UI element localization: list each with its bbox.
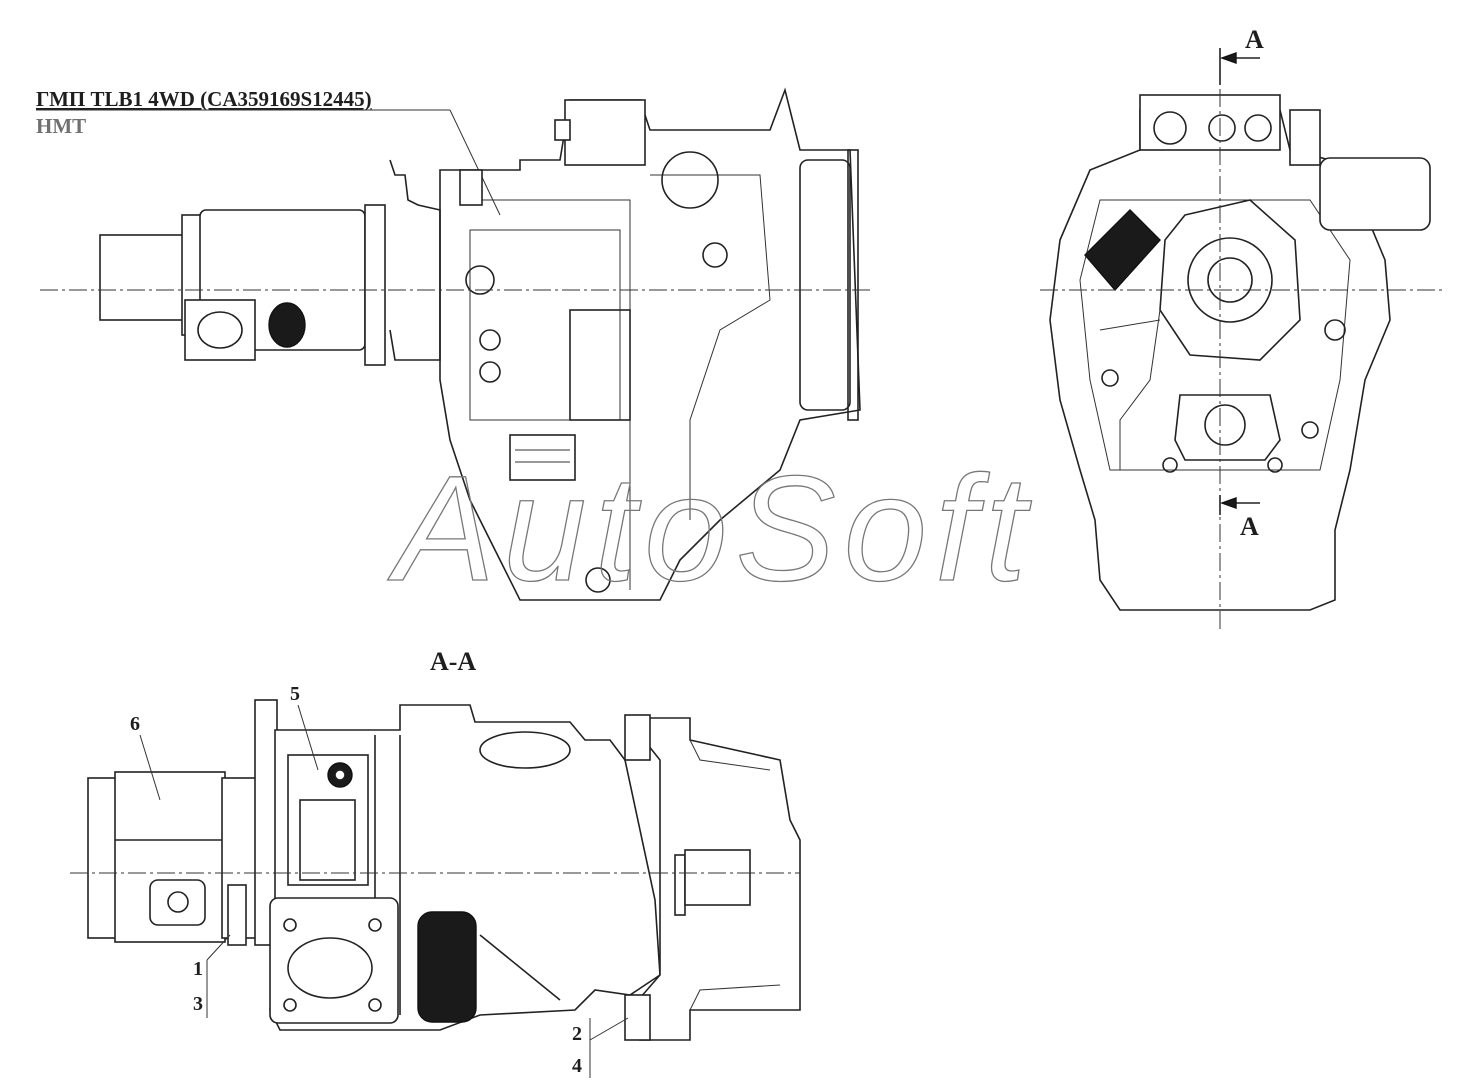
callout-1: 1 [193,958,203,980]
output-flange-front [1174,394,1281,461]
callout-5: 5 [290,683,300,705]
callout-4: 4 [572,1055,582,1077]
watermark: AutoSoft [387,444,1034,612]
front-view: A A [1040,25,1445,630]
title-leader [449,109,501,216]
section-a-a-view [70,699,801,1041]
control-valve-side [564,99,646,166]
output-shaft [684,849,751,906]
flywheel-plate [799,159,851,411]
section-marker-bottom: A [1240,512,1259,541]
drawing-title: ГМП TLB1 4WD (CA359169S12445) [36,87,372,111]
bolt-bottom [624,994,651,1041]
pump-flange-front [1159,199,1301,361]
callout-6: 6 [130,713,140,735]
side-view [40,87,870,601]
gearbox-housing-front [1049,109,1391,611]
callouts: 6 5 1 3 2 4 [130,683,629,1078]
motor-label-plate [417,911,477,1023]
drawing-subtitle: HMT [36,114,86,138]
front-cylinder [1319,157,1431,231]
pump-body-side [99,234,186,321]
nameplate [509,434,576,481]
callout-3: 3 [193,993,203,1015]
solenoid-front [1084,209,1161,292]
section-marker-top: A [1245,25,1264,54]
section-title: A-A [430,647,476,676]
callout-2: 2 [572,1023,582,1045]
bolt-top [624,714,651,761]
